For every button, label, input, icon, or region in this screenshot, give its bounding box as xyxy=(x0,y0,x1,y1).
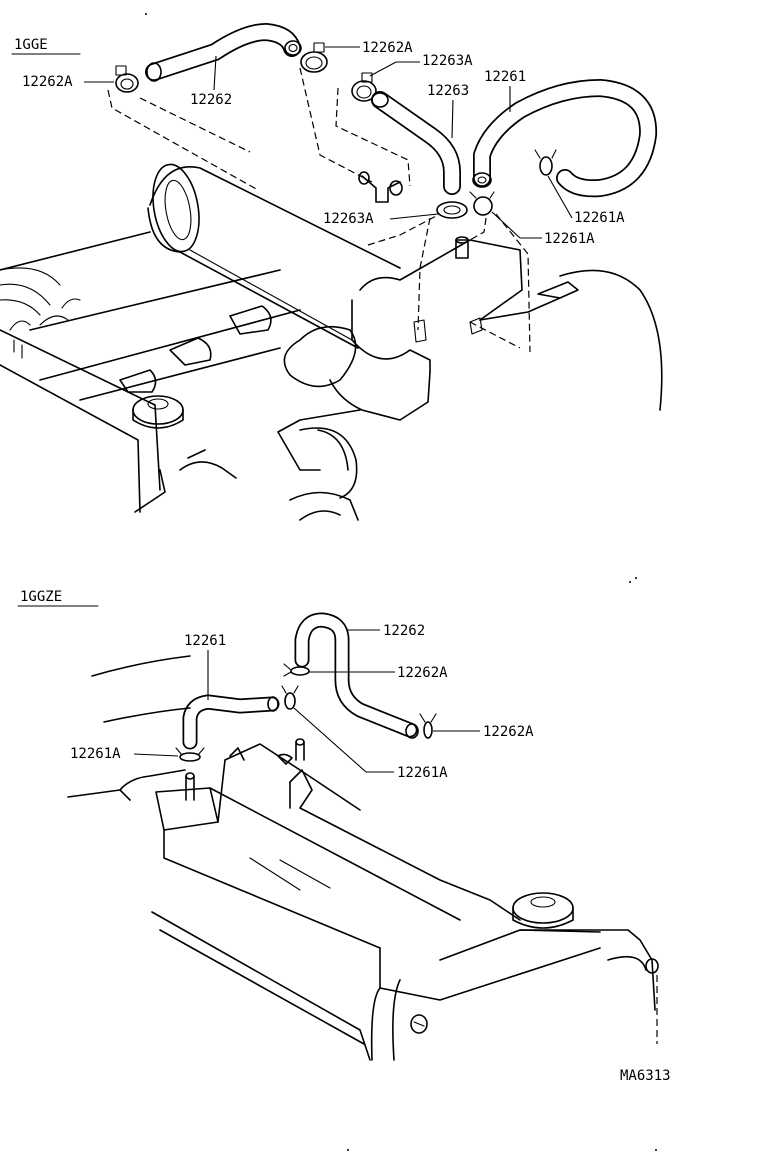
label-12261a-left-bottom: 12261A xyxy=(70,746,121,762)
hose-12261-bottom xyxy=(182,694,280,750)
clamp-12261a-left-bottom xyxy=(175,747,205,762)
label-12263: 12263 xyxy=(427,83,469,99)
fitting-t xyxy=(358,171,403,203)
clamp-12261a-upper xyxy=(534,149,557,176)
label-12262a-left: 12262A xyxy=(22,74,73,90)
callouts-bottom: 12261 12262 12262A 12262A 12261A 12261A xyxy=(70,623,534,781)
label-12262a-lower-bottom: 12262A xyxy=(483,724,534,740)
callouts-top: 12262A 12262 12262A 12263A 12263 12261 1… xyxy=(22,40,625,247)
hose-12262-top xyxy=(145,23,302,82)
label-12262-bottom: 12262 xyxy=(383,623,425,639)
section-label-top: 1GGE xyxy=(14,37,48,53)
clamp-12263a-lower xyxy=(436,201,468,219)
label-12262a-upper-bottom: 12262A xyxy=(397,665,448,681)
label-12262a-right: 12262A xyxy=(362,40,413,56)
engine-top-illustration xyxy=(0,163,663,521)
section-bottom: 1GGZE xyxy=(17,589,671,1084)
section-label-bottom: 1GGZE xyxy=(20,589,62,605)
hose-12262-bottom xyxy=(294,612,419,739)
clamp-12261a-right-bottom xyxy=(281,685,299,710)
clamp-12261a-lower xyxy=(469,191,495,216)
pipe-nipple xyxy=(455,236,469,259)
label-12263a-upper: 12263A xyxy=(422,53,473,69)
hose-12261-top xyxy=(472,79,658,198)
label-12261a-upper: 12261A xyxy=(574,210,625,226)
clamp-12262a-lower-bottom xyxy=(419,713,437,739)
hose-12263 xyxy=(371,91,461,195)
label-12261-bottom: 12261 xyxy=(184,633,226,649)
label-12261a-right-bottom: 12261A xyxy=(397,765,448,781)
label-12261: 12261 xyxy=(484,69,526,85)
label-12262: 12262 xyxy=(190,92,232,108)
label-12261a-lower: 12261A xyxy=(544,231,595,247)
scan-specks xyxy=(145,13,657,1151)
clamp-12262a-left xyxy=(115,65,139,93)
engine-bottom-illustration xyxy=(67,655,659,1061)
clamp-12263a-upper xyxy=(351,72,377,102)
figure-code: MA6313 xyxy=(620,1068,671,1084)
clamp-12262a-right xyxy=(300,42,328,73)
label-12263a-lower: 12263A xyxy=(323,211,374,227)
section-top: 1GGE xyxy=(0,23,663,521)
clamp-12262a-upper-bottom xyxy=(283,663,310,677)
